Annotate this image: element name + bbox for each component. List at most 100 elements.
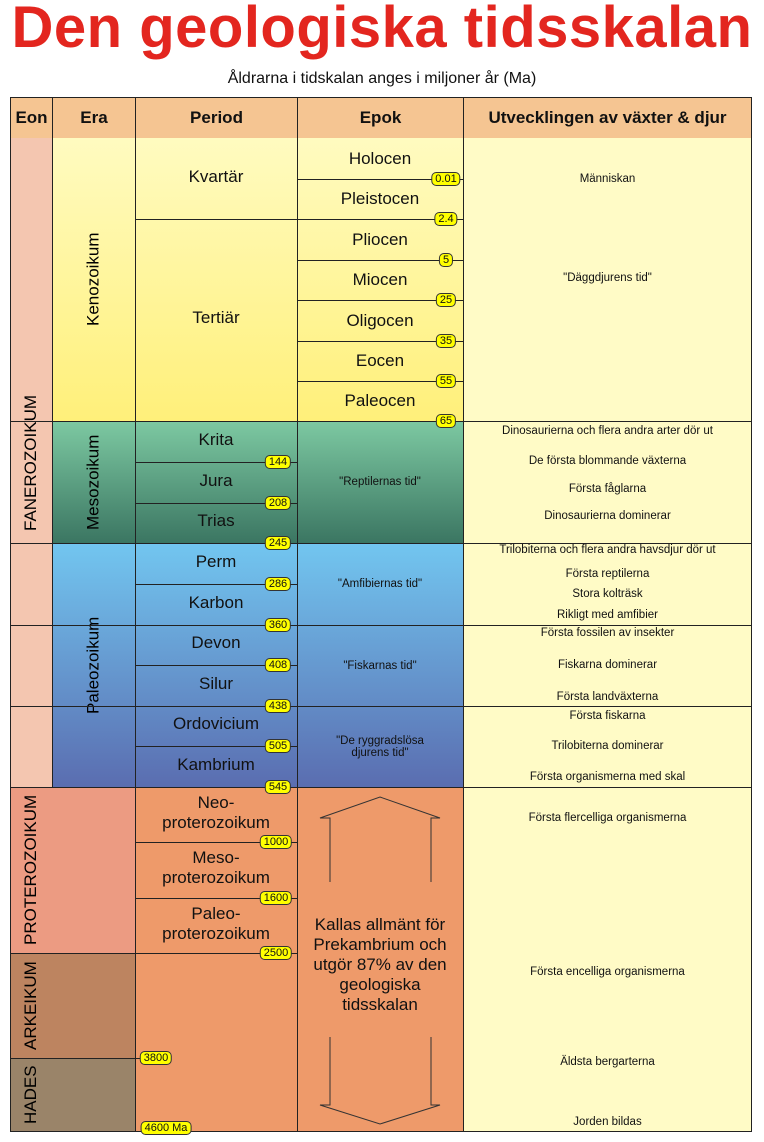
divider-line — [10, 625, 752, 626]
divider-line — [10, 421, 752, 422]
development-text: Första encelliga organismerna — [530, 966, 685, 978]
development-text: Första landväxterna — [556, 691, 659, 703]
period-2: Krita — [198, 429, 234, 449]
period-3: Jura — [199, 470, 233, 490]
era-band-keno — [52, 138, 463, 421]
age-label: 286 — [264, 577, 292, 591]
age-label: 408 — [264, 658, 292, 672]
age-label: 25 — [435, 293, 457, 307]
epoch-4: Oligocen — [346, 310, 414, 330]
divider-line — [135, 665, 297, 666]
age-label: 505 — [264, 739, 292, 753]
epoch-3: Miocen — [352, 270, 408, 289]
proterozoikum-eon — [10, 787, 135, 953]
divider-line — [10, 1058, 145, 1059]
divider-line — [135, 842, 297, 843]
period-7: Devon — [191, 633, 241, 652]
development-text: Dinosaurierna och flera andra arter dör … — [502, 425, 713, 437]
development-text: "Däggdjurens tid" — [563, 272, 652, 284]
age-label: 1000 — [259, 835, 293, 849]
hades-eon — [10, 1058, 135, 1131]
age-label: 438 — [264, 699, 292, 713]
eon-label: ARKEIKUM — [21, 961, 40, 1050]
age-label: 144 — [264, 455, 292, 469]
development-text: Människan — [579, 173, 636, 185]
period-4: Trias — [197, 511, 235, 530]
table-bottom-border — [10, 1131, 752, 1132]
epoch-9: "Fiskarnas tid" — [343, 659, 417, 672]
header-era: Era — [52, 97, 136, 139]
age-label: 35 — [435, 334, 457, 348]
fanerozoikum-eon — [10, 138, 52, 787]
development-text: Första fåglarna — [568, 483, 647, 495]
development-text: Första fiskarna — [569, 710, 646, 722]
age-label: 0.01 — [431, 172, 461, 186]
period-6: Karbon — [188, 592, 244, 612]
epoch-6: Paleocen — [344, 391, 416, 410]
prekambrium-band — [135, 787, 463, 1131]
period-0: Kvartär — [188, 166, 244, 186]
period-8: Silur — [198, 673, 233, 693]
column-border — [297, 138, 298, 1131]
development-text: Dinosaurierna dominerar — [544, 510, 671, 522]
age-label: 4600 Ma — [140, 1121, 192, 1135]
age-label: 2500 — [259, 946, 293, 960]
development-text: Stora kolträsk — [572, 588, 643, 600]
header-eon: Eon — [10, 97, 53, 139]
period-9: Ordovicium — [173, 714, 259, 733]
age-label: 3800 — [139, 1051, 173, 1065]
column-border — [10, 138, 11, 1131]
divider-line — [297, 179, 463, 180]
double-arrow-icon — [319, 796, 441, 1125]
age-label: 55 — [435, 374, 457, 388]
development-column — [463, 138, 752, 1131]
period-13: Paleo-proterozoikum — [162, 903, 270, 943]
eon-label: FANEROZOIKUM — [21, 394, 40, 531]
development-text: Rikligt med amfibier — [557, 609, 658, 621]
eon-label: PROTEROZOIKUM — [21, 794, 40, 946]
subtitle: Åldrarna i tidskalan anges i miljoner år… — [227, 70, 537, 87]
age-label: 545 — [264, 780, 292, 794]
development-text: Första fossilen av insekter — [540, 627, 675, 639]
epoch-7: "Reptilernas tid" — [339, 476, 421, 488]
period-11: Neo-proterozoikum — [162, 792, 270, 832]
epoch-10: "De ryggradslösa djurens tid" — [336, 734, 424, 759]
development-text: Äldsta bergarterna — [560, 1056, 655, 1068]
divider-line — [135, 898, 297, 899]
era-band-meso — [52, 421, 463, 543]
divider-line — [135, 746, 297, 747]
header-epok: Epok — [297, 97, 464, 139]
era-label: Mesozoikum — [83, 434, 103, 530]
period-1: Tertiär — [192, 308, 240, 327]
development-text: Trilobiterna och flera andra havsdjur dö… — [499, 544, 716, 556]
divider-line — [10, 543, 752, 544]
age-label: 65 — [435, 414, 457, 428]
development-text: De första blommande växterna — [528, 455, 687, 467]
age-label: 360 — [264, 618, 292, 632]
era-label: Paleozoikum — [83, 616, 103, 714]
epoch-2: Pliocen — [352, 229, 408, 249]
eon-label: HADES — [21, 1065, 40, 1124]
page-title: Den geologiska tidsskalan — [11, 0, 753, 60]
development-text: Fiskarna dominerar — [557, 659, 658, 671]
arkeikum-eon — [10, 953, 135, 1058]
age-label: 5 — [438, 253, 454, 267]
column-border — [751, 138, 752, 1131]
divider-line — [297, 260, 463, 261]
development-text: Första flercelliga organismerna — [528, 812, 687, 824]
divider-line — [297, 300, 463, 301]
header-period: Period — [135, 97, 298, 139]
age-label: 1600 — [259, 891, 293, 905]
divider-line — [135, 953, 297, 954]
precambrian-note: Kallas allmänt för Prekambrium och utgör… — [313, 915, 447, 1014]
era-label: Kenozoikum — [83, 232, 103, 327]
divider-line — [10, 706, 752, 707]
period-5: Perm — [195, 551, 237, 571]
column-border — [52, 138, 53, 787]
divider-line — [297, 381, 463, 382]
divider-line — [297, 341, 463, 342]
divider-line — [135, 503, 297, 504]
period-12: Meso-proterozoikum — [162, 848, 270, 887]
epoch-5: Eocen — [355, 351, 405, 370]
divider-line — [135, 584, 297, 585]
